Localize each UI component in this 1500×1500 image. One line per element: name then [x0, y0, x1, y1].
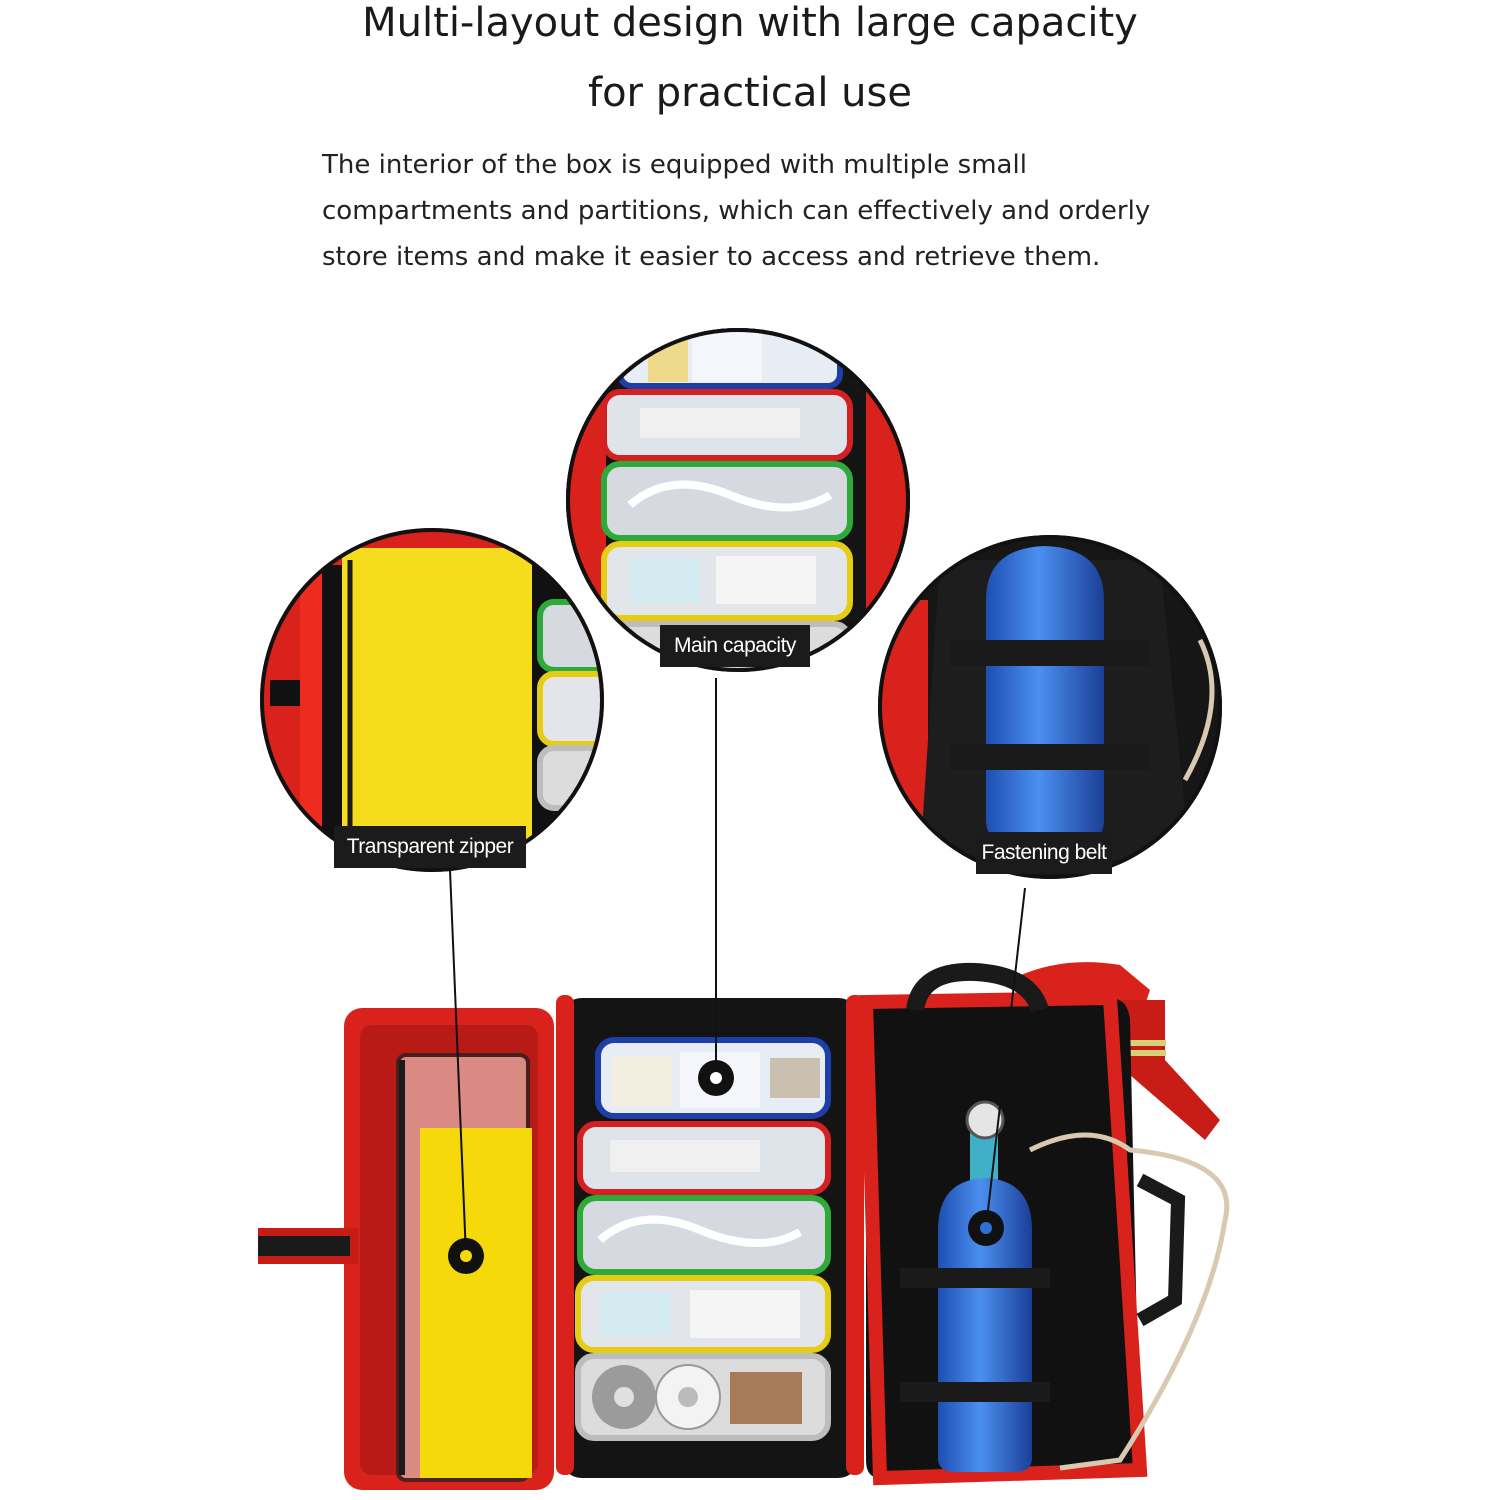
zoom-circle-fastening-belt [878, 535, 1222, 879]
description-line-2: compartments and partitions, which can e… [322, 196, 1151, 226]
pointer-lines [448, 678, 1026, 1274]
oxygen-tube [1028, 1132, 1230, 1471]
callout-transparent-zipper-bag: Transparent zipper bag [334, 826, 526, 900]
yellow-card [420, 1128, 532, 1478]
carry-handle [906, 962, 1049, 1014]
pouch-green [577, 1195, 831, 1275]
callout-main-capacity: Main capacity [660, 625, 810, 667]
heading-line-1: Multi-layout design with large capacity [362, 0, 1138, 46]
callout-fastening-belt: Fastening belt [976, 832, 1112, 874]
open-medical-bag [258, 962, 1230, 1490]
pouch-yellow [575, 1275, 831, 1353]
description-line-3: store items and make it easier to access… [322, 242, 1101, 272]
oxygen-cylinder [900, 1100, 1050, 1472]
heading-line-2: for practical use [588, 70, 912, 116]
description: The interior of the box is equipped with… [322, 142, 1202, 280]
pouch-red [577, 1121, 831, 1195]
pouch-white [575, 1353, 831, 1441]
description-line-1: The interior of the box is equipped with… [322, 150, 1027, 180]
zoom-circle-transparent-bag [260, 528, 604, 872]
